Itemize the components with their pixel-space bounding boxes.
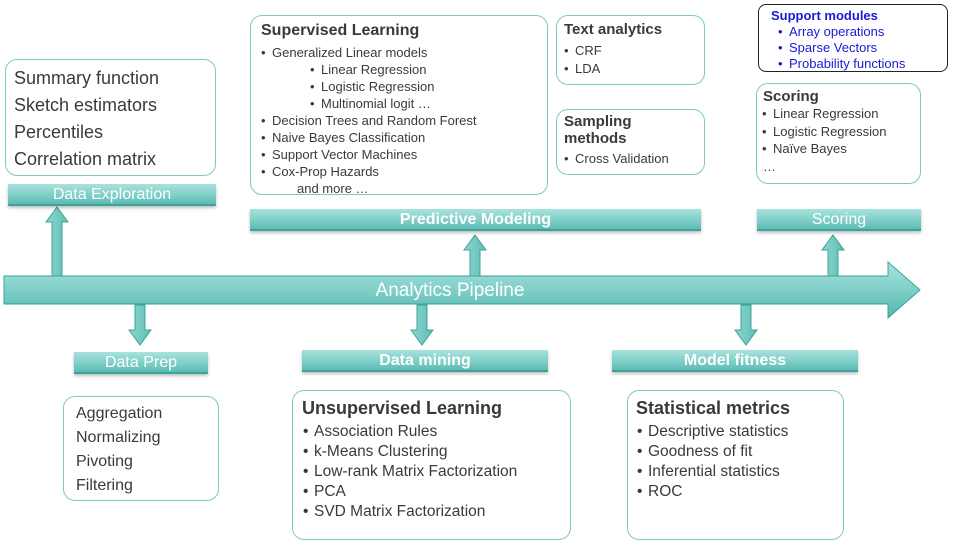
supervised-learning-title: Supervised Learning — [261, 22, 420, 39]
data-exploration-item: Summary function — [14, 68, 160, 88]
supervised-item: Support Vector Machines — [261, 146, 547, 163]
supervised-item: Naive Bayes Classification — [261, 129, 547, 146]
sampling-methods-item: Cross Validation — [564, 150, 704, 168]
sampling-methods-title-line1: Sampling — [564, 113, 632, 130]
down-arrow-model-fitness — [734, 304, 758, 346]
unsupervised-item: k-Means Clustering — [303, 442, 570, 462]
scoring-bar: Scoring — [757, 209, 921, 231]
model-fitness-bar: Model fitness — [612, 350, 858, 372]
up-arrow-predictive-modeling — [463, 234, 487, 277]
support-modules-title: Support modules — [771, 8, 878, 23]
data-prep-item: Normalizing — [76, 429, 161, 446]
text-analytics-box: Text analytics CRF LDA — [556, 15, 705, 85]
scoring-item: Linear Regression — [762, 105, 920, 123]
data-prep-box: Aggregation Normalizing Pivoting Filteri… — [63, 396, 219, 501]
statistical-metrics-item: Goodness of fit — [637, 442, 843, 462]
sampling-methods-title-line2: methods — [564, 130, 627, 147]
data-prep-bar: Data Prep — [74, 352, 208, 374]
supervised-item: and more … — [297, 181, 369, 196]
data-exploration-item: Percentiles — [14, 122, 104, 142]
statistical-metrics-title: Statistical metrics — [636, 398, 791, 418]
statistical-metrics-item: Inferential statistics — [637, 462, 843, 482]
down-arrow-data-mining — [410, 304, 434, 346]
scoring-item: Naïve Bayes — [762, 140, 920, 158]
unsupervised-item: Low-rank Matrix Factorization — [303, 462, 570, 482]
unsupervised-learning-box: Unsupervised Learning Association Rules … — [292, 390, 571, 540]
support-modules-box: Support modules Array operations Sparse … — [758, 4, 948, 72]
supervised-subitem: Linear Regression — [310, 61, 547, 78]
data-prep-item: Filtering — [76, 477, 133, 494]
down-arrow-data-prep — [128, 304, 152, 346]
support-modules-item: Array operations — [778, 24, 947, 40]
supervised-subitem: Logistic Regression — [310, 78, 547, 95]
text-analytics-title: Text analytics — [564, 21, 663, 38]
text-analytics-item: CRF — [564, 42, 704, 60]
unsupervised-learning-title: Unsupervised Learning — [302, 398, 503, 418]
predictive-modeling-bar: Predictive Modeling — [250, 209, 701, 231]
scoring-item: … — [763, 158, 776, 174]
unsupervised-item: Association Rules — [303, 422, 570, 442]
statistical-metrics-box: Statistical metrics Descriptive statisti… — [627, 390, 844, 540]
statistical-metrics-item: ROC — [637, 482, 843, 502]
statistical-metrics-item: Descriptive statistics — [637, 422, 843, 442]
sampling-methods-box: Sampling methods Cross Validation — [556, 109, 705, 175]
supervised-item: Decision Trees and Random Forest — [261, 112, 547, 129]
supervised-subitem: Multinomial logit … — [310, 95, 547, 112]
data-exploration-item: Sketch estimators — [14, 95, 158, 115]
scoring-title: Scoring — [763, 88, 819, 105]
support-modules-item: Probability functions — [778, 56, 947, 72]
unsupervised-item: PCA — [303, 482, 570, 502]
scoring-box: Scoring Linear Regression Logistic Regre… — [756, 83, 921, 184]
supervised-learning-box: Supervised Learning Generalized Linear m… — [250, 15, 548, 196]
data-exploration-item: Correlation matrix — [14, 149, 157, 169]
supervised-item: Generalized Linear models — [261, 44, 547, 61]
unsupervised-item: SVD Matrix Factorization — [303, 502, 570, 522]
data-mining-bar: Data mining — [302, 350, 548, 372]
data-exploration-box: Summary function Sketch estimators Perce… — [5, 59, 216, 176]
data-prep-item: Pivoting — [76, 453, 133, 470]
data-prep-item: Aggregation — [76, 405, 163, 422]
analytics-pipeline-label: Analytics Pipeline — [375, 280, 525, 301]
support-modules-item: Sparse Vectors — [778, 40, 947, 56]
text-analytics-item: LDA — [564, 60, 704, 78]
analytics-pipeline-arrow — [3, 260, 921, 320]
supervised-item: Cox-Prop Hazards — [261, 163, 547, 180]
up-arrow-data-exploration — [45, 206, 69, 277]
up-arrow-scoring — [821, 234, 845, 277]
scoring-item: Logistic Regression — [762, 123, 920, 141]
data-exploration-bar: Data Exploration — [8, 184, 216, 206]
